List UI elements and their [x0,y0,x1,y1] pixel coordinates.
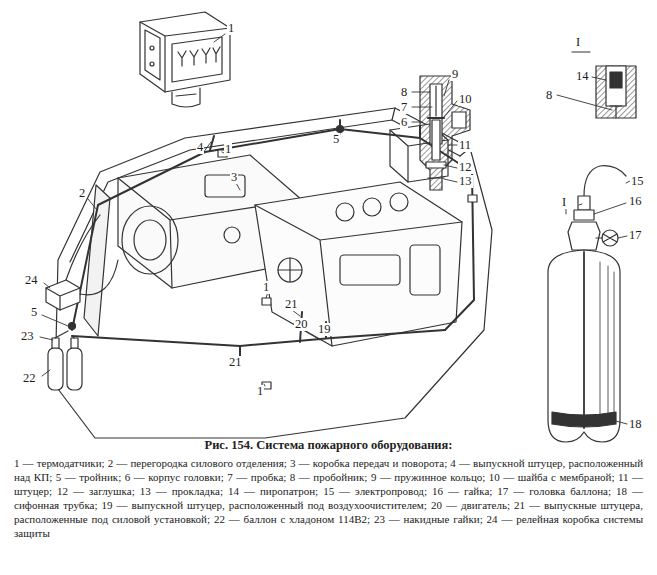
parts-key: 1 — термодатчики; 2 — перегородка силово… [14,456,643,540]
callout-number: 19 [317,323,332,336]
thermo-sensor-inset [140,12,230,107]
engine [255,182,462,346]
callout-number: 4 [196,141,204,154]
callout-number: 9 [451,68,459,81]
leader-lines [40,34,340,386]
callout-number: I [561,196,567,209]
key-entry: 15 — электропровод; [323,485,427,497]
callout-number: 23 [20,330,35,343]
callout-number: 12 [458,161,473,174]
callout-number: 20 [294,318,309,331]
key-entry: 3 — коробка передач и поворота; [290,457,447,469]
callout-number: 11 [458,139,472,152]
callout-number: 18 [628,418,643,431]
callout-number: 3 [230,171,238,184]
key-entry: 12 — заглушка; [57,485,135,497]
callout-number: 5 [30,306,38,319]
key-entry: 6 — корпус головки; [125,471,224,483]
callout-number: 1 [262,281,270,294]
key-entry: 14 — пиропатрон; [228,485,318,497]
key-entry: 23 — накидные гайки; [374,513,483,525]
figure-caption: Рис. 154. Система пожарного оборудования… [10,438,647,453]
key-entry: 22 — баллон с хладоном 114В2; [214,513,370,525]
extinguisher-pipes [72,120,474,368]
key-entry: 20 — двигатель; [431,499,510,511]
callout-number: 7 [400,101,408,114]
callout-number: 8 [545,89,553,102]
pyro-cartridge-inset [557,52,636,118]
halon-bottle-large [548,166,630,442]
key-entry: 17 — головка баллона; [497,485,611,497]
callout-number: 22 [22,372,37,385]
key-entry: 13 — прокладка; [140,485,223,497]
callout-number: 21 [228,356,243,369]
key-entry: 2 — перегородка силового отделения; [108,457,287,469]
callout-number: 8 [400,86,408,99]
callout-number: 21 [284,298,299,311]
callout-number: 17 [628,229,643,242]
key-entry: 10 — шайба с мембраной; [489,471,615,483]
relay-box [46,215,118,310]
key-entry: 19 — выпускной штуцер, расположенный под… [102,499,427,511]
key-entry: 8 — пробойник; [290,471,368,483]
key-entry: 5 — тройник; [56,471,121,483]
callout-number: 1 [227,22,235,35]
key-entry: 1 — термодатчики; [14,457,105,469]
callout-number: 1 [224,143,232,156]
callout-number: I [575,36,581,49]
key-entry: 16 — гайка; [432,485,492,497]
callout-number: 14 [575,70,590,83]
callout-number: 1 [256,385,264,398]
callout-number: 13 [458,175,473,188]
callout-number: 16 [628,195,643,208]
callout-number: 10 [458,93,473,106]
callout-number: 24 [24,274,39,287]
callout-number: 15 [630,175,645,188]
key-entry: 9 — пружинное кольцо; [371,471,485,483]
callout-number: 6 [400,116,408,129]
callout-number: 5 [332,133,340,146]
key-entry: 7 — пробка; [227,471,286,483]
callout-number: 2 [78,187,86,200]
